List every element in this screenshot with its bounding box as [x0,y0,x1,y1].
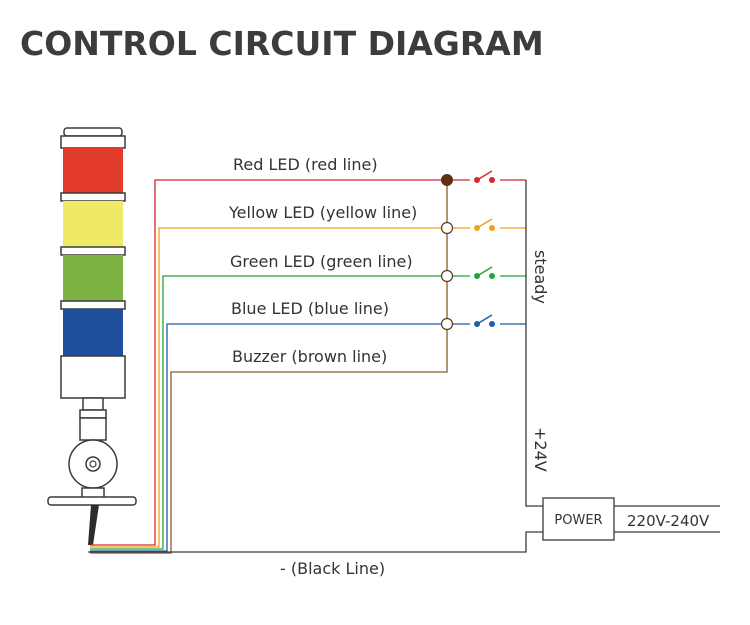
brown-wire [90,180,448,554]
blue-line-label: Blue LED (blue line) [231,299,389,318]
green-lamp-tier [63,255,123,301]
switch-blue [470,314,500,331]
yellow-lamp-tier [63,201,123,247]
steady-label: steady [531,250,550,304]
voltage-label: 220V-240V [627,512,710,530]
positive-rail [525,180,543,507]
cable-sheath [88,505,99,545]
power-label: POWER [554,513,602,528]
power-box [542,497,615,541]
junction-yellow [440,221,454,235]
blue-lamp-tier [63,309,123,356]
buzzer-line-label: Buzzer (brown line) [232,347,387,366]
junction-blue [440,317,454,331]
black-line-label: - (Black Line) [280,559,385,578]
junctions [440,174,454,331]
signal-tower [47,127,137,545]
red-wire [90,179,526,546]
junction-green [440,269,454,283]
plus24v-label: +24V [531,427,550,472]
yellow-line-label: Yellow LED (yellow line) [228,203,417,222]
red-line-label: Red LED (red line) [233,155,378,174]
switch-green [470,266,500,283]
wiring [88,179,720,554]
switch-red [470,170,500,187]
green-wire [90,275,526,550]
green-line-label: Green LED (green line) [230,252,413,271]
junction-red [441,174,453,186]
switch-yellow [470,218,500,235]
black-wire [88,531,543,553]
red-lamp-tier [63,148,123,193]
blue-wire [90,323,526,552]
buzzer-housing [60,355,126,399]
page-title: CONTROL CIRCUIT DIAGRAM [20,24,544,63]
yellow-wire [90,227,526,548]
